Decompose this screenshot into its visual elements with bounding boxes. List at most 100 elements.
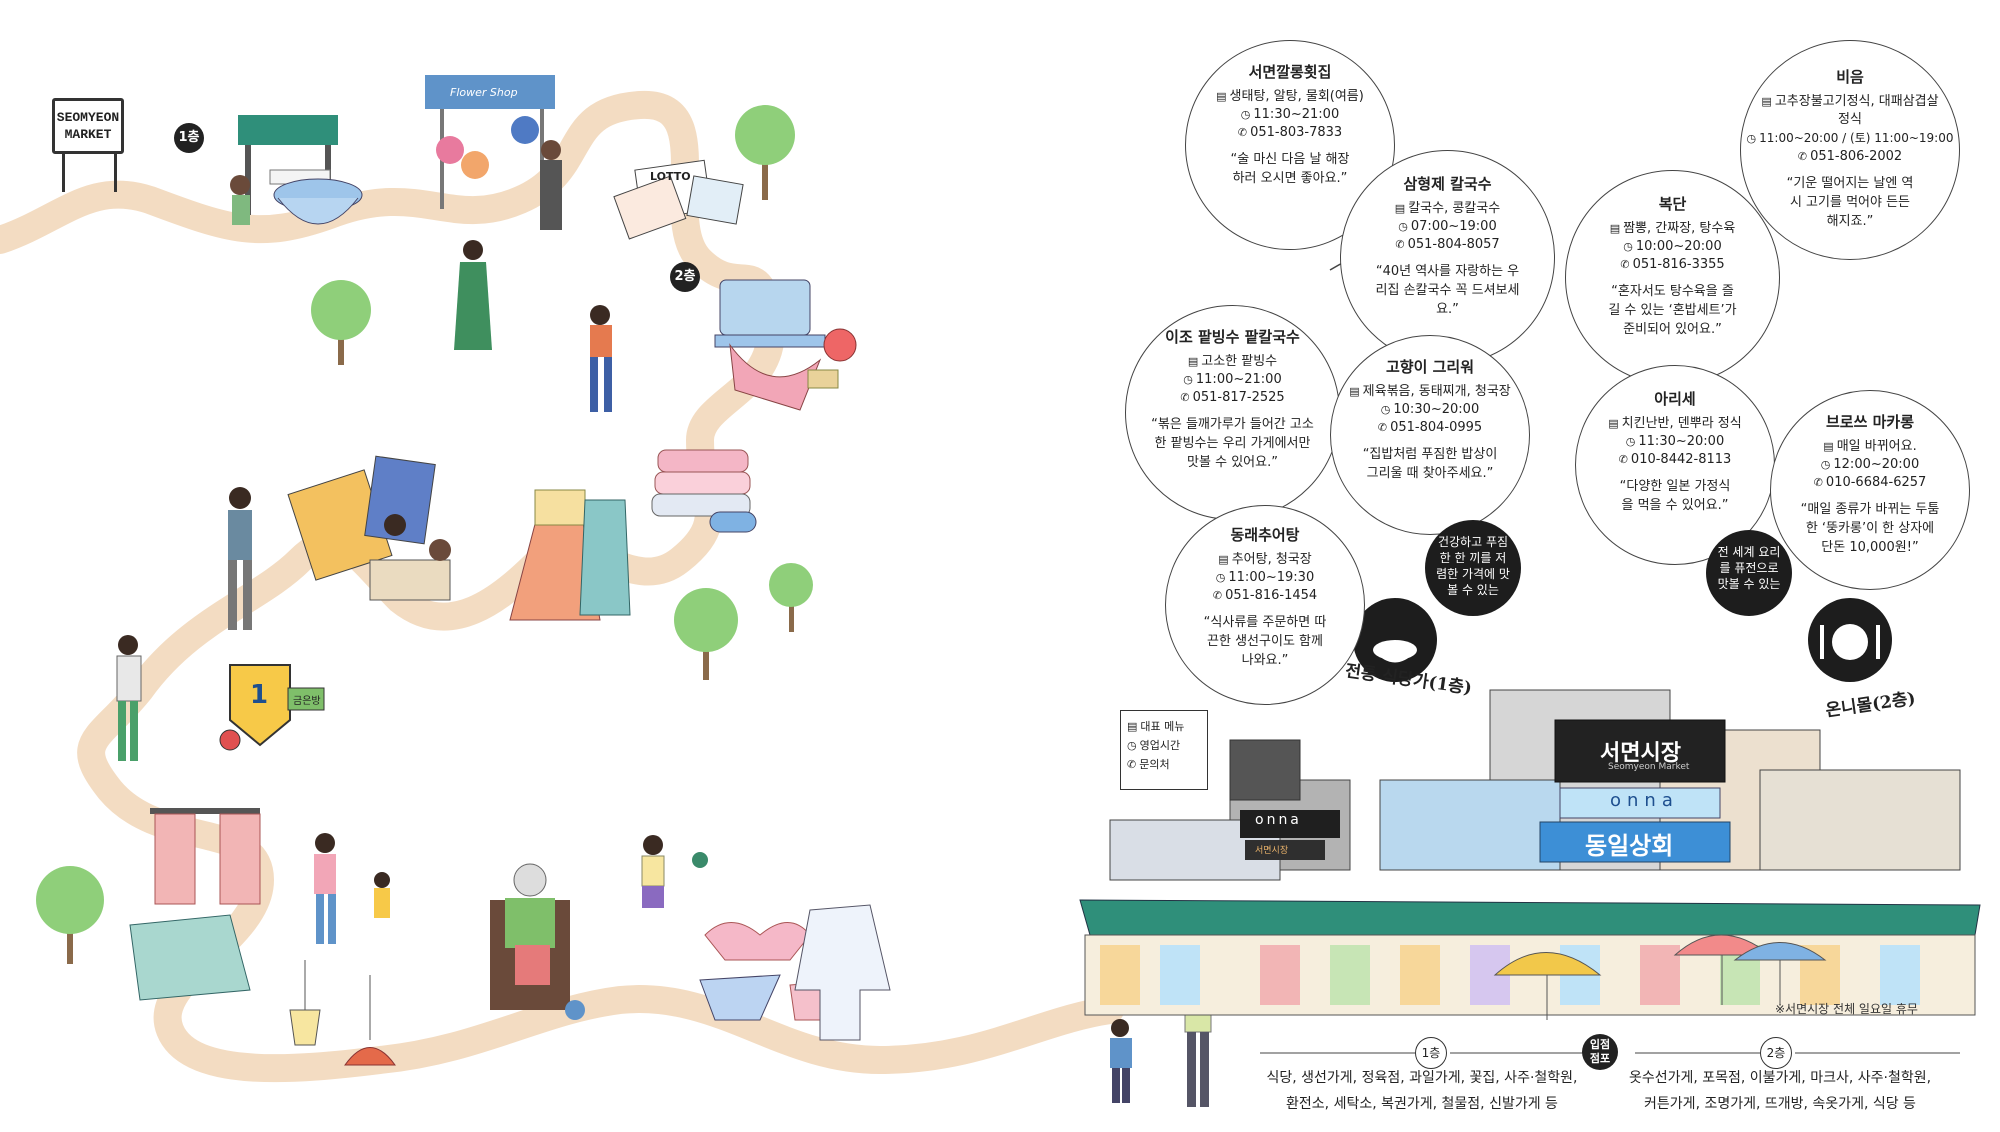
restaurant-phone: 010-8442-8113 — [1630, 452, 1732, 467]
restaurant-quote: “다양한 일본 가정식을 먹을 수 있어요.” — [1619, 479, 1731, 513]
sign-line-2: MARKET — [64, 127, 112, 142]
seomyeon-market-building — [1079, 689, 1981, 1020]
legend-menu: 대표 메뉴 — [1140, 720, 1185, 733]
clock-icon: ◷ — [1746, 132, 1757, 145]
sign-line-1: SEOMYEON — [56, 110, 120, 125]
restaurant-bubble: 비음 ▤고추장불고기정식, 대패삼겹살정식 ◷11:00~20:00 / (토)… — [1740, 40, 1960, 260]
restaurant-menu: 제육볶음, 동태찌개, 청국장 — [1362, 384, 1511, 399]
gold-shop-tag: 금은방 — [293, 696, 321, 707]
blanket-stack-illustration — [651, 449, 757, 533]
phone-icon: ✆ — [1797, 150, 1808, 163]
restaurant-bubble: 동래추어탕 ▤추어탕, 청국장 ◷11:00~19:30 ✆051-816-14… — [1165, 505, 1365, 705]
hanbok-illustration — [509, 489, 631, 621]
restaurant-bubble: 브로쓰 마카롱 ▤매일 바뀌어요. ◷12:00~20:00 ✆010-6684… — [1770, 390, 1970, 590]
center-badge-line-2: 점포 — [1589, 1052, 1611, 1065]
restaurant-menu: 고소한 팥빙수 — [1201, 354, 1278, 369]
menu-icon: ▤ — [1609, 222, 1621, 235]
phone-icon: ✆ — [1237, 126, 1248, 139]
floor-2-badge: 2층 — [670, 262, 700, 292]
flower-shop-illustration — [425, 75, 562, 230]
food-stall-illustration — [230, 115, 363, 225]
person-illustration — [314, 833, 390, 944]
restaurant-menu: 추어탕, 청국장 — [1231, 552, 1312, 567]
menu-icon: ▤ — [1187, 355, 1199, 368]
bowl-icon — [1353, 598, 1437, 682]
restaurant-name: 브로쓰 마카롱 — [1825, 413, 1915, 431]
menu-icon: ▤ — [1823, 440, 1834, 453]
stores-center-badge: 입점 점포 — [1582, 1034, 1618, 1070]
restaurant-bubble: 복단 ▤짬뽕, 간짜장, 탕수육 ◷10:00~20:00 ✆051-816-3… — [1565, 170, 1780, 385]
clock-icon: ◷ — [1820, 458, 1831, 471]
phone-icon: ✆ — [1395, 238, 1405, 251]
floor-2-label: 2층 — [1760, 1037, 1792, 1069]
person-illustration — [641, 835, 708, 908]
restaurant-menu: 칼국수, 콩칼국수 — [1408, 201, 1501, 216]
phone-icon: ✆ — [1212, 589, 1223, 602]
fortune-teller-illustration — [287, 455, 451, 601]
tree-icon — [311, 280, 371, 365]
restaurant-phone: 010-6684-6257 — [1825, 475, 1927, 490]
clock-icon: ◷ — [1215, 571, 1226, 584]
legend-hours: 영업시간 — [1139, 739, 1181, 752]
restaurant-phone: 051-816-3355 — [1632, 257, 1725, 272]
restaurant-bubble: 고향이 그리워 ▤제육볶음, 동태찌개, 청국장 ◷10:30~20:00 ✆0… — [1330, 335, 1530, 535]
gold-number-label: 1 — [250, 680, 269, 710]
sign-post — [62, 152, 65, 192]
restaurant-name: 고향이 그리워 — [1385, 358, 1475, 376]
menu-icon: ▤ — [1127, 720, 1138, 733]
restaurant-quote: “집밥처럼 푸짐한 밥상이 그리울 때 찾아주세요.” — [1362, 447, 1498, 481]
clock-icon: ◷ — [1623, 240, 1633, 253]
restaurant-quote: “기운 떨어지는 날엔 역시 고기를 먹어야 든든해지죠.” — [1786, 176, 1914, 229]
lotto-ticket-illustration — [613, 159, 744, 240]
menu-icon: ▤ — [1218, 553, 1229, 566]
restaurant-phone: 051-803-7833 — [1250, 125, 1343, 140]
clock-icon: ◷ — [1398, 220, 1408, 233]
closed-sunday-note: ※서면시장 전체 일요일 휴무 — [1775, 1002, 1918, 1016]
floor-1-store-list: 식당, 생선가게, 정육점, 과일가게, 꽃집, 사주·철학원, 환전소, 세탁… — [1262, 1065, 1582, 1117]
restaurant-name: 아리세 — [1654, 390, 1696, 408]
flower-shop-sign: Flower Shop — [450, 86, 518, 99]
restaurant-hours: 11:00~21:00 — [1195, 372, 1282, 387]
restaurant-phone: 051-816-1454 — [1225, 588, 1318, 603]
person-illustration — [228, 487, 252, 630]
restaurant-hours: 10:00~20:00 — [1635, 239, 1722, 254]
restaurant-quote: “40년 역사를 자랑하는 우리집 손칼국수 꼭 드셔보세요.” — [1375, 264, 1520, 317]
person-illustration — [590, 305, 612, 412]
restaurant-phone: 051-804-0995 — [1390, 420, 1483, 435]
restaurant-bubble: 삼형제 칼국수 ▤칼국수, 콩칼국수 ◷07:00~19:00 ✆051-804… — [1340, 150, 1555, 365]
clock-icon: ◷ — [1240, 108, 1251, 121]
onna-sign: onna — [1610, 790, 1679, 811]
restaurant-menu: 생태탕, 알탕, 물회(여름) — [1229, 89, 1364, 104]
tree-icon — [36, 866, 104, 964]
clock-icon: ◷ — [1183, 373, 1193, 386]
phone-icon: ✆ — [1813, 476, 1823, 489]
restaurant-quote: “매일 종류가 바뀌는 두툼한 ‘뚱카롱’이 한 상자에 단돈 10,000원!… — [1800, 502, 1940, 555]
floor-2-store-list: 옷수선가게, 포목점, 이불가게, 마크사, 사주·철학원, 커튼가게, 조명가… — [1610, 1065, 1950, 1117]
restaurant-menu: 짬뽕, 간짜장, 탕수육 — [1623, 221, 1736, 236]
building-main-sign: 서면시장 — [1600, 741, 1681, 766]
floor-1-stores-line-1: 식당, 생선가게, 정육점, 과일가게, 꽃집, 사주·철학원, — [1266, 1070, 1578, 1086]
restaurant-hours: 10:30~20:00 — [1393, 402, 1480, 417]
floor-divider-line — [1260, 1052, 1960, 1054]
center-badge-line-1: 입점 — [1589, 1038, 1611, 1051]
gold-shop-illustration — [219, 664, 325, 751]
tree-icon — [674, 588, 738, 680]
restaurant-hours: 11:00~19:30 — [1228, 570, 1315, 585]
restaurant-phone: 051-806-2002 — [1810, 149, 1903, 164]
phone-icon: ✆ — [1377, 421, 1388, 434]
menu-icon: ▤ — [1216, 90, 1227, 103]
floor-1-label: 1층 — [1415, 1037, 1447, 1069]
traditional-desc: 건강하고 푸짐한 한 끼를 저렴한 가격에 맛볼 수 있는 — [1436, 535, 1510, 597]
clock-icon: ◷ — [1625, 435, 1636, 448]
lotto-label: LOTTO — [650, 170, 691, 183]
restaurant-hours: 11:30~20:00 — [1638, 434, 1725, 449]
restaurant-quote: “혼자서도 탕수육을 즐길 수 있는 ‘혼밥세트’가 준비되어 있어요.” — [1608, 284, 1737, 337]
knitting-woman-illustration — [490, 863, 585, 1020]
plate-cutlery-icon — [1808, 598, 1892, 682]
restaurant-name: 복단 — [1658, 195, 1687, 213]
restaurant-name: 삼형제 칼국수 — [1403, 175, 1492, 193]
restaurant-phone: 051-817-2525 — [1192, 390, 1285, 405]
onni-desc-bubble: 전 세계 요리를 퓨전으로 맛볼 수 있는 — [1706, 530, 1792, 616]
legend-phone: 문의처 — [1139, 758, 1170, 771]
